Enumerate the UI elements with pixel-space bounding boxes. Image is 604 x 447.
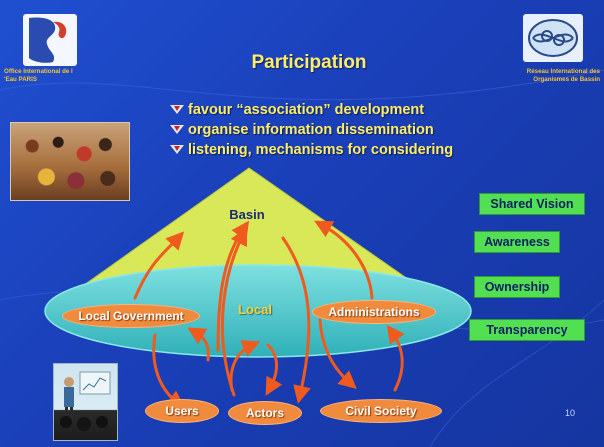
- oieau-org-name: Office International de l 'Eau PARIS: [4, 68, 73, 83]
- local-label: Local: [238, 302, 272, 317]
- arrow-users-to-localgov: [187, 327, 210, 362]
- bullet-text: listening, mechanisms for considering: [188, 142, 454, 158]
- awareness-tag: Awareness: [474, 231, 560, 253]
- basin-label: Basin: [229, 207, 265, 222]
- bullet-list: favour “association” development organis…: [168, 102, 548, 162]
- bullet-arrow-icon: [170, 125, 184, 134]
- page-number: 10: [564, 408, 575, 418]
- arrow-actors-to-basin: [220, 226, 248, 397]
- arrow-admin-to-basin: [314, 220, 374, 300]
- shared-vision-tag: Shared Vision: [479, 193, 585, 215]
- bullet-arrow-icon: [170, 145, 184, 154]
- administrations-pill: Administrations: [312, 300, 436, 324]
- bullet-text: favour “association” development: [188, 102, 425, 118]
- crowd-photo: [10, 122, 130, 201]
- arrow-basin-to-actors: [281, 236, 311, 404]
- riob-logo: [523, 14, 583, 62]
- arrow-actors-loop-back: [265, 343, 283, 396]
- actors-pill: Actors: [228, 401, 302, 425]
- meeting-photo: [53, 363, 118, 441]
- arrow-localgov-to-basin: [133, 231, 185, 300]
- ownership-tag: Ownership: [474, 276, 560, 298]
- arrow-civil-to-admin: [386, 324, 405, 392]
- arrow-actors-loop: [229, 340, 261, 392]
- users-pill: Users: [145, 399, 219, 423]
- bullet-item: listening, mechanisms for considering: [168, 142, 548, 162]
- transparency-tag: Transparency: [469, 319, 585, 341]
- bullet-text: organise information dissemination: [188, 122, 434, 138]
- bullet-item: organise information dissemination: [168, 122, 548, 142]
- local-government-pill: Local Government: [62, 304, 200, 328]
- oieau-logo: [23, 14, 77, 66]
- slide-title: Participation: [251, 52, 367, 73]
- local-ellipse: [44, 264, 472, 358]
- riob-org-name: Réseau International des Organismes de B…: [526, 68, 600, 83]
- bullet-item: favour “association” development: [168, 102, 548, 122]
- bullet-arrow-icon: [170, 105, 184, 114]
- arrow-admin-to-civil: [318, 318, 357, 389]
- civil-society-pill: Civil Society: [320, 399, 442, 423]
